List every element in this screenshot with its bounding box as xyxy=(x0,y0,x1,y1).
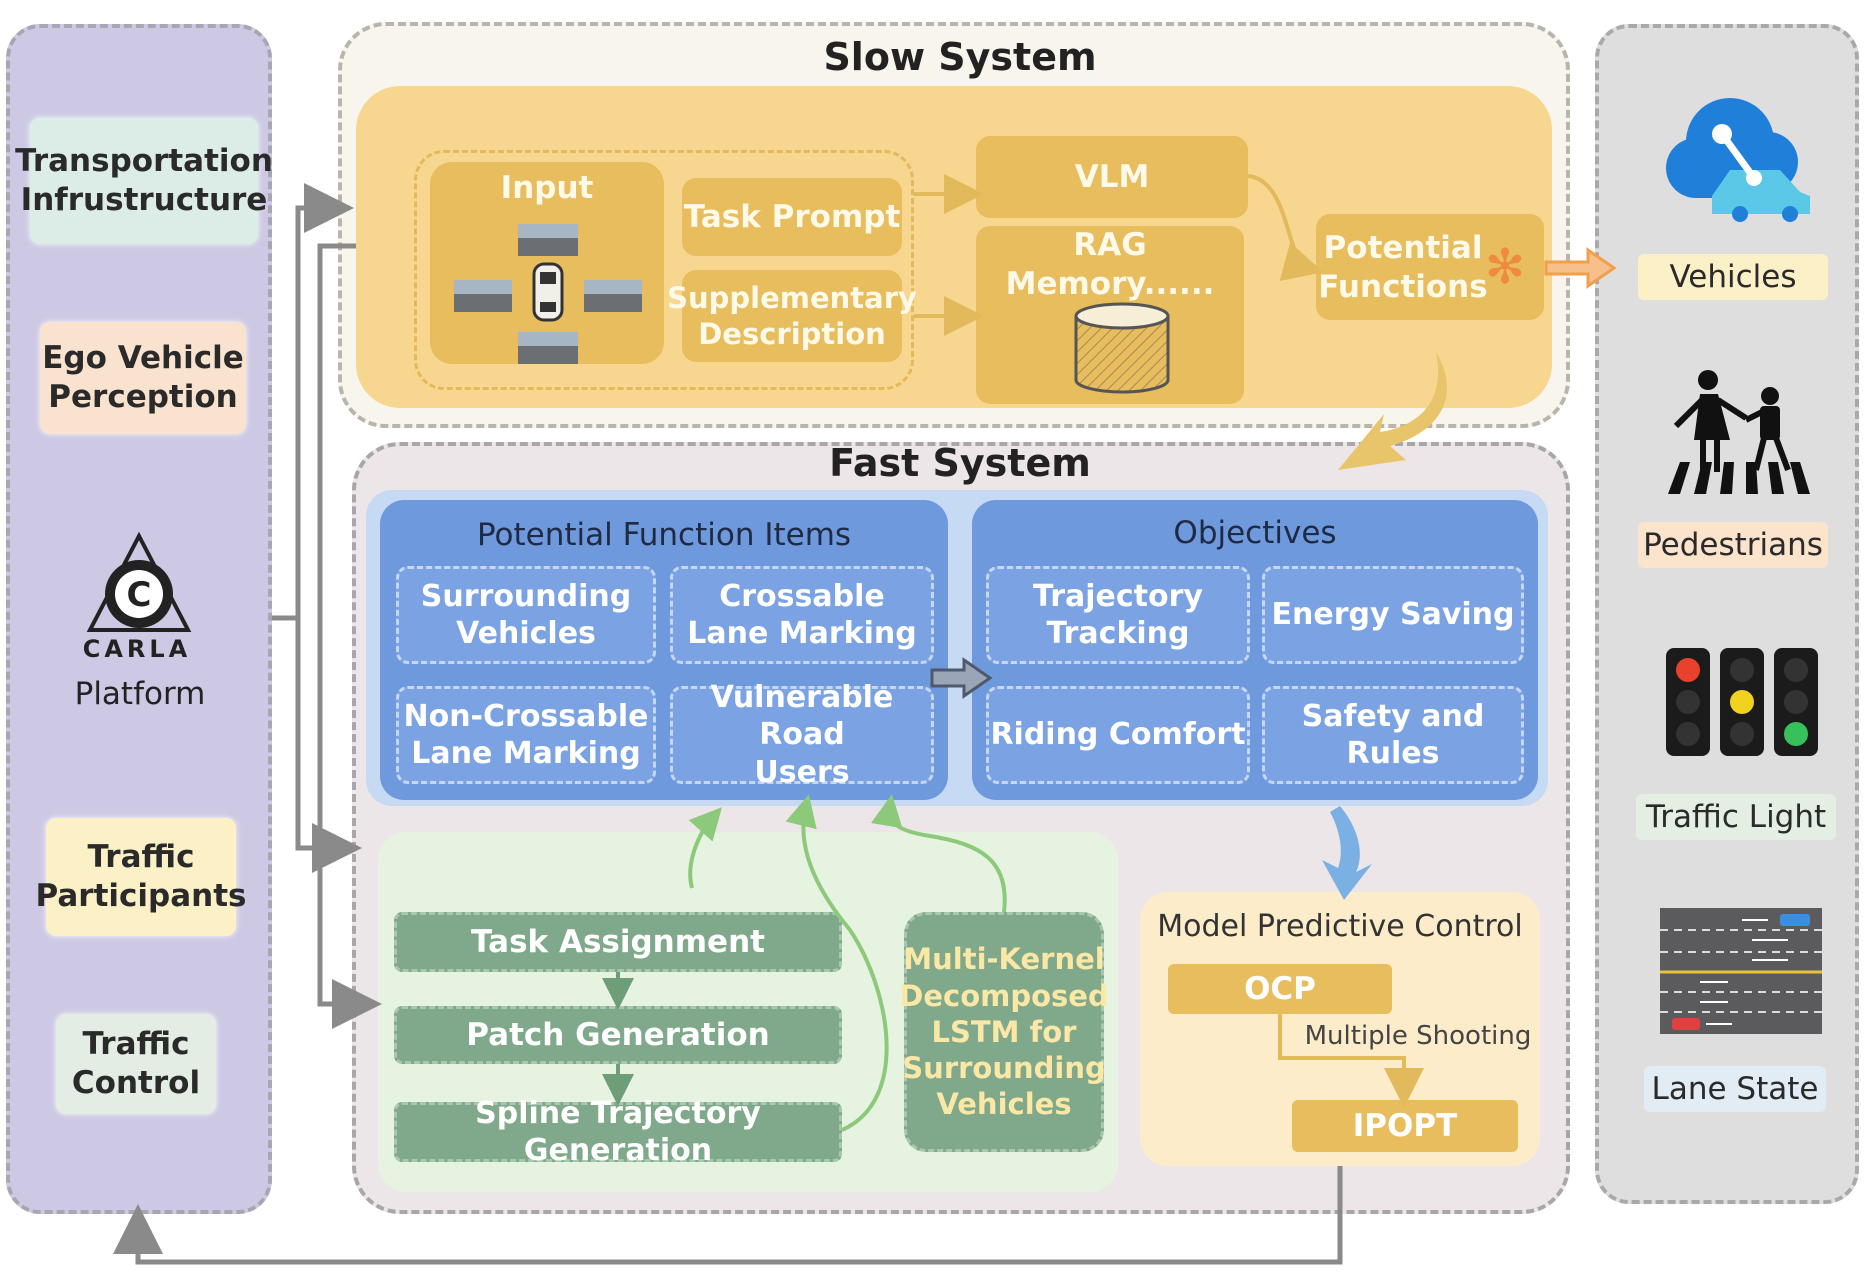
traffic-participants-box: Traffic Participants xyxy=(36,818,247,936)
objective-safety-rules: Safety and Rules xyxy=(1262,686,1524,784)
transport-infrastructure-box: Transportation Infrustructure xyxy=(15,118,273,244)
rag-memory-label: RAG Memory...... xyxy=(1005,227,1215,302)
pf-items-title: Potential Function Items xyxy=(476,516,852,553)
objective-energy-saving: Energy Saving xyxy=(1262,566,1524,664)
potential-functions-box xyxy=(1316,214,1544,320)
objectives-title: Objectives xyxy=(1173,514,1337,551)
mpc-title: Model Predictive Control xyxy=(1157,909,1523,945)
camera-views-icon xyxy=(452,220,644,366)
objectives-to-mpc-arrow xyxy=(1322,806,1372,900)
task-prompt-box: Task Prompt xyxy=(682,178,902,256)
green-feedback-arrows xyxy=(688,794,1007,1132)
pf-to-objectives-arrow xyxy=(930,657,993,699)
potential-functions-label: Potential Functions xyxy=(1318,230,1488,305)
spline-trajectory-box: Spline Trajectory Generation xyxy=(394,1096,842,1168)
ocp-to-ipopt-arrow xyxy=(1278,1014,1424,1108)
output-arrow xyxy=(1544,247,1617,289)
traffic-control-box: Traffic Control xyxy=(56,1014,216,1114)
pedestrians-label: Pedestrians xyxy=(1638,522,1828,568)
cloud-car-icon xyxy=(1660,92,1820,222)
pedestrian-crossing-icon xyxy=(1660,366,1816,496)
pf-item-non-crossable-lane: Non-Crossable Lane Marking xyxy=(396,686,656,784)
slow-internal-arrows xyxy=(914,174,1324,336)
traffic-light-label: Traffic Light xyxy=(1636,794,1836,840)
input-feed-arrows xyxy=(113,183,1343,1265)
database-icon xyxy=(1072,300,1172,396)
carla-logo: C xyxy=(84,531,194,662)
input-group-border xyxy=(414,150,914,390)
platform-label: Platform xyxy=(74,675,206,712)
fast-system-title: Fast System xyxy=(829,441,1091,485)
input-label: Input xyxy=(500,169,594,206)
lane-state-label: Lane State xyxy=(1644,1066,1826,1112)
lane-state-icon xyxy=(1660,908,1822,1034)
ipopt-box: IPOPT xyxy=(1292,1100,1518,1152)
slow-to-fast-arrow xyxy=(1338,352,1447,470)
patch-generation-box: Patch Generation xyxy=(394,1006,842,1064)
objective-riding-comfort: Riding Comfort xyxy=(986,686,1250,784)
lstm-box: Multi-Kernel Decomposed LSTM for Surroun… xyxy=(899,912,1109,1152)
carla-logo-text: CARLA xyxy=(82,635,192,663)
slow-system-title: Slow System xyxy=(823,35,1097,79)
pf-item-crossable-lane: Crossable Lane Marking xyxy=(670,566,934,664)
snowflake-icon: ✻ xyxy=(1484,239,1526,295)
vlm-box: VLM xyxy=(976,136,1248,218)
vehicles-label: Vehicles xyxy=(1638,254,1828,300)
pf-item-surrounding-vehicles: Surrounding Vehicles xyxy=(396,566,656,664)
multiple-shooting-label: Multiple Shooting xyxy=(1304,1020,1532,1051)
objective-trajectory-tracking: Trajectory Tracking xyxy=(986,566,1250,664)
ego-perception-box: Ego Vehicle Perception xyxy=(40,322,246,434)
pf-item-vulnerable-road-users: Vulnerable Road Users xyxy=(670,680,934,790)
supplementary-description-box: Supplementary Description xyxy=(667,270,917,362)
svg-text:C: C xyxy=(127,575,152,615)
ocp-box: OCP xyxy=(1168,964,1392,1014)
task-assignment-box: Task Assignment xyxy=(394,912,842,972)
traffic-light-icon xyxy=(1664,646,1820,758)
